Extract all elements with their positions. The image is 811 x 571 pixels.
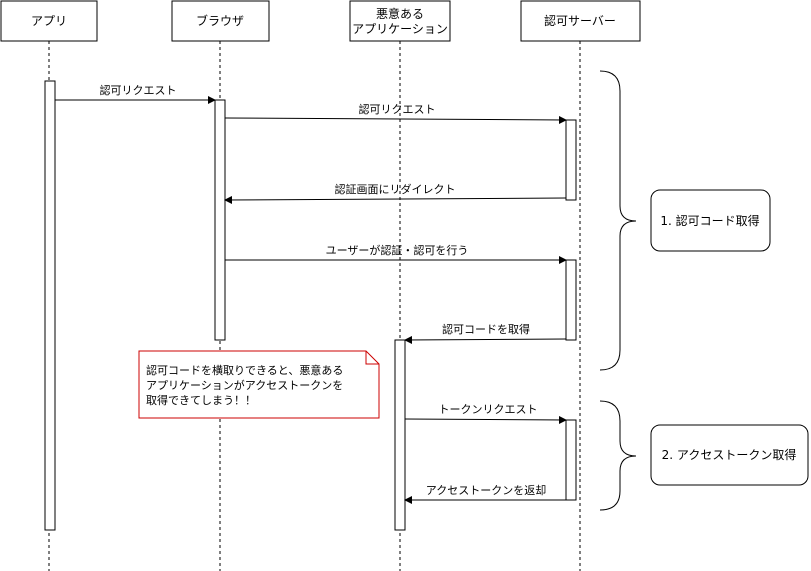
message-redirect-login-label: 認証画面にリダイレクト (335, 182, 456, 196)
phase1-box[interactable]: 1. 認可コード取得 (650, 189, 771, 252)
warning-note: 認可コードを横取りできると、悪意ある アプリケーションがアクセストークンを 取得… (138, 350, 380, 419)
message-token-request[interactable]: トークンリクエスト (404, 403, 567, 424)
phase1-brace (599, 70, 637, 371)
participant-browser-label: ブラウザ (196, 13, 244, 28)
activation-browser (214, 99, 226, 341)
warning-note-line3: 取得できてしまう！！ (146, 394, 256, 407)
message-return-access-token-label: アクセストークンを返却 (426, 484, 546, 497)
message-get-auth-code[interactable]: 認可コードを取得 (404, 322, 567, 344)
message-auth-request-2-label: 認可リクエスト (359, 102, 436, 116)
participant-malicious-app-label-line2: アプリケーション (352, 22, 448, 36)
activation-auth-server-2 (565, 259, 577, 341)
participant-browser[interactable]: ブラウザ (171, 0, 270, 42)
activation-auth-server-3 (565, 419, 577, 501)
participant-app-label: アプリ (31, 14, 67, 28)
participant-app[interactable]: アプリ (0, 0, 98, 42)
participant-auth-server-label: 認可サーバー (544, 13, 616, 28)
phase2-label: 2. アクセストークン取得 (662, 447, 797, 462)
phase2-box[interactable]: 2. アクセストークン取得 (650, 424, 809, 486)
message-auth-request-1[interactable]: 認可リクエスト (55, 83, 216, 104)
activation-app (44, 80, 56, 531)
phase1-label: 1. 認可コード取得 (660, 213, 759, 228)
message-token-request-label: トークンリクエスト (439, 403, 538, 416)
participant-malicious-app-label-line1: 悪意ある (376, 6, 424, 21)
activation-auth-server-1 (565, 119, 577, 201)
message-user-consent[interactable]: ユーザーが認証・認可を行う (225, 243, 567, 264)
participant-malicious-app[interactable]: 悪意ある アプリケーション (349, 0, 451, 42)
activation-malicious-app (394, 339, 406, 531)
message-auth-request-2[interactable]: 認可リクエスト (224, 102, 567, 124)
message-return-access-token[interactable]: アクセストークンを返却 (404, 484, 566, 504)
warning-note-line2: アプリケーションがアクセストークンを (146, 378, 343, 392)
message-user-consent-label: ユーザーが認証・認可を行う (326, 243, 469, 257)
message-redirect-login[interactable]: 認証画面にリダイレクト (224, 182, 567, 204)
participant-auth-server[interactable]: 認可サーバー (520, 0, 641, 42)
warning-note-line1: 認可コードを横取りできると、悪意ある (146, 363, 343, 377)
phase2-brace (599, 400, 637, 511)
message-auth-request-1-label: 認可リクエスト (100, 83, 177, 97)
message-get-auth-code-label: 認可コードを取得 (442, 322, 530, 336)
